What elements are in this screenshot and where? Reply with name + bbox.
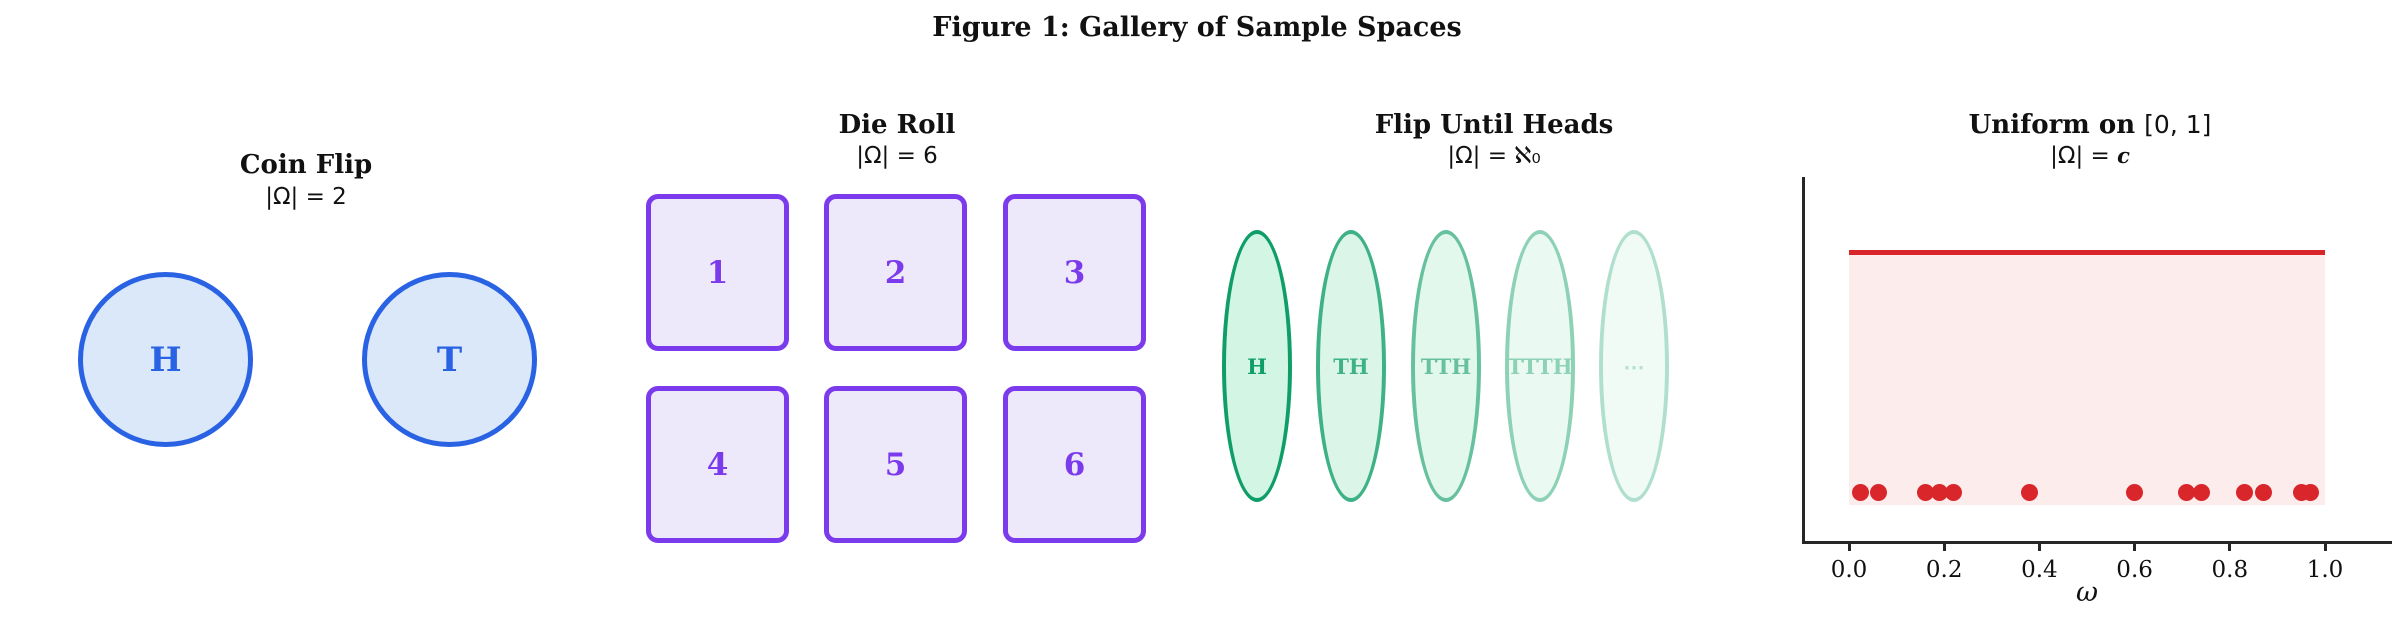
sample-dot (2126, 483, 2144, 501)
panel-uniform-subtitle-prefix: |Ω| = (2050, 143, 2118, 169)
die-outcome-5: 5 (824, 386, 967, 543)
panel-die-roll-subtitle: |Ω| = 6 (856, 143, 938, 169)
panel-uniform-title-interval: [0, 1] (2144, 110, 2212, 139)
sample-dot (1916, 483, 1934, 501)
sample-dot (1945, 483, 1963, 501)
sample-dot (2021, 483, 2039, 501)
x-tick-label: 0.8 (2211, 557, 2249, 583)
die-outcome-4: 4 (646, 386, 789, 543)
sample-dot (2235, 483, 2253, 501)
y-axis-spine (1802, 177, 1805, 541)
sequence-outcome-1: H (1222, 230, 1292, 502)
panel-uniform-title: Uniform on [0, 1] (1969, 110, 2212, 140)
sample-dot (1852, 483, 1870, 501)
sample-dot (1870, 483, 1888, 501)
sample-dot (1930, 483, 1948, 501)
coin-outcome-t: T (362, 272, 537, 447)
x-tick (2037, 541, 2041, 551)
sequence-outcome-3: TTH (1411, 230, 1481, 502)
sample-dot (2192, 483, 2210, 501)
die-outcome-6: 6 (1003, 386, 1146, 543)
figure-title: Figure 1: Gallery of Sample Spaces (932, 12, 1462, 43)
panel-uniform-subtitle: |Ω| = c (2050, 143, 2130, 169)
sample-dot (2254, 483, 2272, 501)
die-outcome-2: 2 (824, 194, 967, 351)
sample-dot (2302, 483, 2320, 501)
x-tick (2228, 541, 2232, 551)
panel-uniform-title-bold: Uniform on (1968, 110, 2145, 140)
panel-flip-until-heads-subtitle: |Ω| = ℵ₀ (1447, 143, 1541, 169)
x-tick (1942, 541, 1946, 551)
x-tick-label: 0.4 (2021, 557, 2058, 583)
continuum-cardinality-symbol: c (2117, 143, 2130, 168)
panel-coin-flip-title: Coin Flip (239, 150, 373, 180)
x-tick (2133, 541, 2137, 551)
sequence-outcome-4: TTTH (1505, 230, 1575, 502)
panel-coin-flip-subtitle: |Ω| = 2 (265, 184, 347, 210)
x-tick-label: 1.0 (2306, 557, 2344, 583)
sequence-outcome-2: TH (1316, 230, 1386, 502)
x-tick-label: 0.6 (2116, 557, 2153, 583)
die-outcome-3: 3 (1003, 194, 1146, 351)
uniform-fill-region (1849, 255, 2325, 505)
x-axis-label: ω (2075, 577, 2099, 608)
die-outcome-1: 1 (646, 194, 789, 351)
coin-outcome-h: H (78, 272, 253, 447)
uniform-plot: 0.0 0.2 0.4 0.6 0.8 1.0 ω (1802, 177, 2392, 632)
x-tick-label: 0.0 (1830, 557, 1868, 583)
x-tick (1847, 541, 1851, 551)
uniform-density-line (1849, 250, 2325, 255)
sequence-outcome-5: ⋯ (1599, 230, 1669, 502)
x-tick (2323, 541, 2327, 551)
sample-dot (2178, 483, 2196, 501)
panel-flip-until-heads-title: Flip Until Heads (1374, 110, 1614, 140)
panel-die-roll-title: Die Roll (838, 110, 956, 140)
x-tick-label: 0.2 (1925, 557, 1963, 583)
x-axis-spine (1802, 541, 2392, 544)
